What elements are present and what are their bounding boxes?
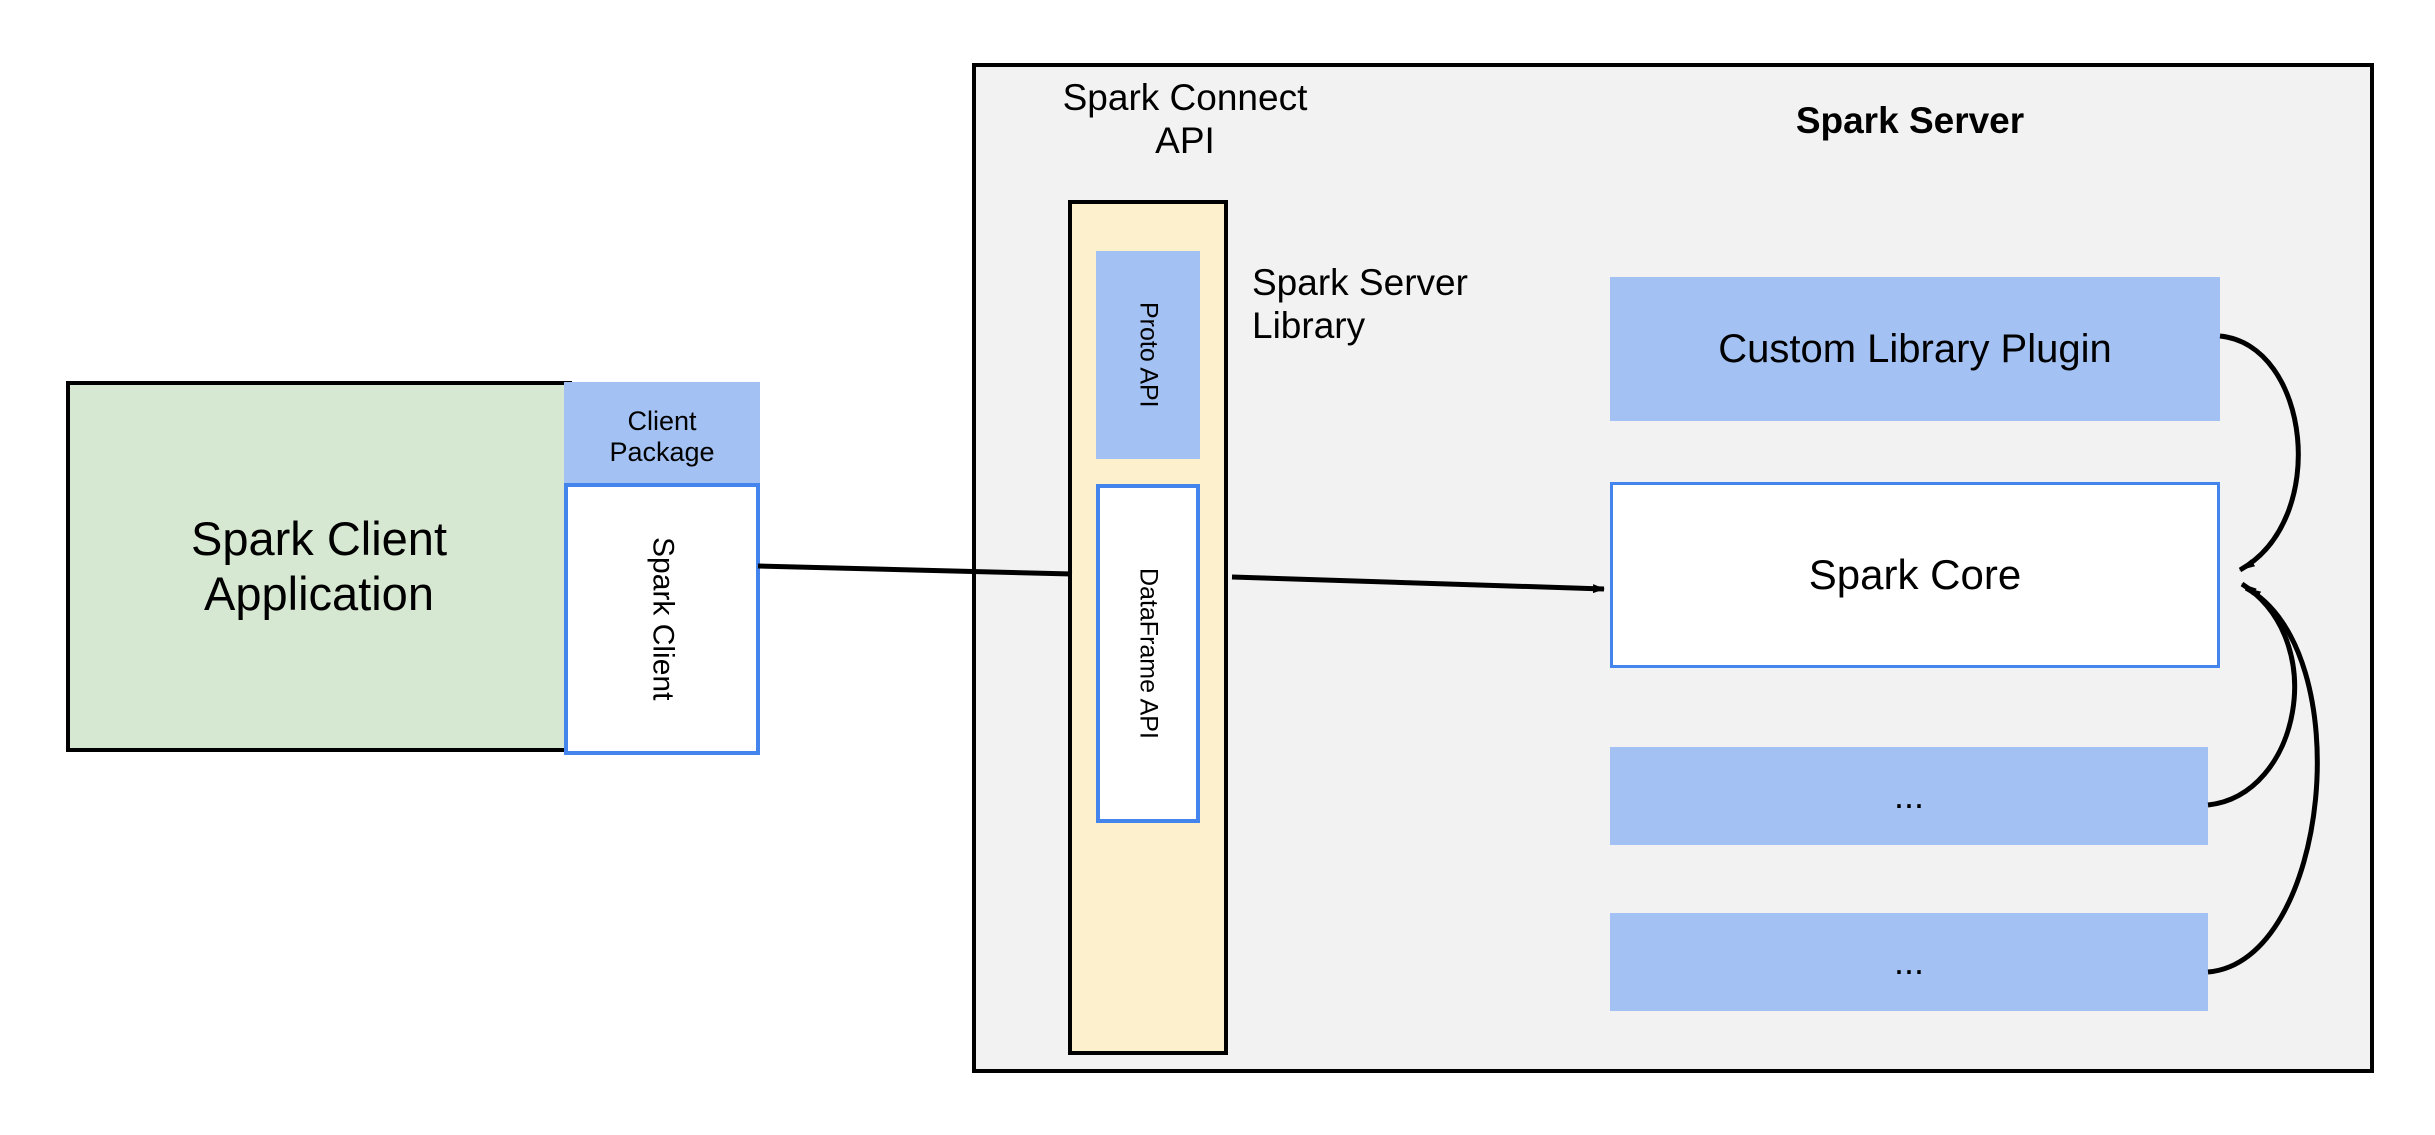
dataframe-api-label: DataFrame API [1134, 568, 1163, 739]
spark-client-label: Spark Client [646, 537, 680, 701]
client-package-box[interactable]: Client Package [564, 382, 760, 492]
placeholder-component-label-1: ... [1893, 775, 1924, 817]
custom-library-plugin-box[interactable]: Custom Library Plugin [1610, 277, 2220, 421]
spark-connect-api-label: Spark Connect API [1000, 65, 1370, 175]
spark-connect-api-text: Spark Connect API [1062, 77, 1308, 161]
spark-client-box[interactable]: Spark Client [564, 483, 760, 755]
placeholder-component-label-2: ... [1893, 941, 1924, 983]
spark-client-application-label: Spark Client Application [191, 512, 447, 620]
spark-client-application-box[interactable]: Spark Client Application [66, 381, 572, 752]
proto-api-box[interactable]: Proto API [1096, 251, 1200, 459]
proto-api-label: Proto API [1134, 302, 1163, 408]
spark-server-library-text: Spark Server Library [1252, 262, 1468, 346]
spark-server-library-label: Spark Server Library [1252, 250, 1582, 360]
placeholder-component-box-2[interactable]: ... [1610, 913, 2208, 1011]
custom-library-plugin-label: Custom Library Plugin [1718, 327, 2112, 371]
spark-core-box[interactable]: Spark Core [1610, 482, 2220, 668]
client-package-label: Client Package [609, 405, 715, 467]
dataframe-api-box[interactable]: DataFrame API [1096, 484, 1200, 823]
placeholder-component-box-1[interactable]: ... [1610, 747, 2208, 845]
spark-server-title-label: Spark Server [1795, 99, 2025, 141]
spark-core-label: Spark Core [1808, 550, 2022, 598]
spark-server-title: Spark Server [1630, 95, 2190, 147]
